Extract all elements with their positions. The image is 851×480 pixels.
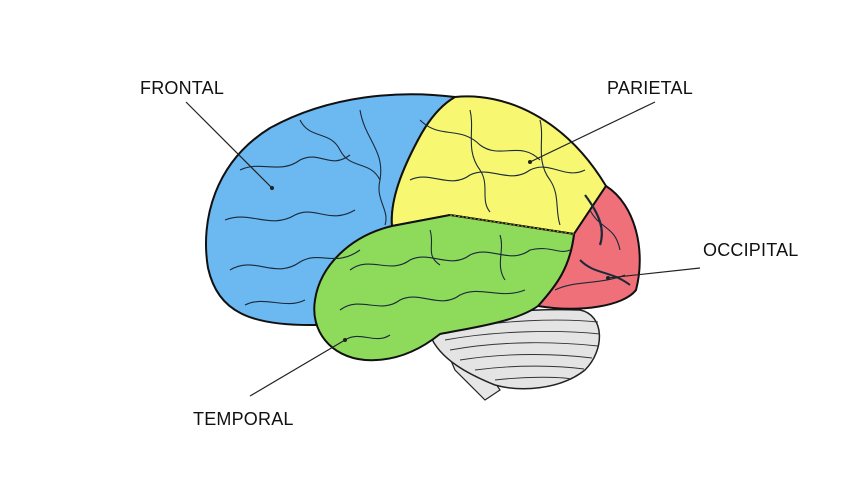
parietal-pointer — [529, 101, 656, 163]
pointer-lines — [185, 101, 701, 397]
label-frontal: FRONTAL — [140, 78, 225, 98]
label-occipital: OCCIPITAL — [703, 240, 799, 260]
label-temporal: TEMPORAL — [193, 409, 294, 429]
parietal-lobe — [390, 95, 608, 236]
temporal-pointer — [249, 339, 346, 397]
label-parietal: PARIETAL — [607, 78, 693, 98]
cerebellum — [429, 308, 601, 390]
frontal-pointer — [185, 101, 273, 189]
occipital-pointer — [607, 267, 701, 279]
temporal-lobe — [313, 213, 576, 362]
